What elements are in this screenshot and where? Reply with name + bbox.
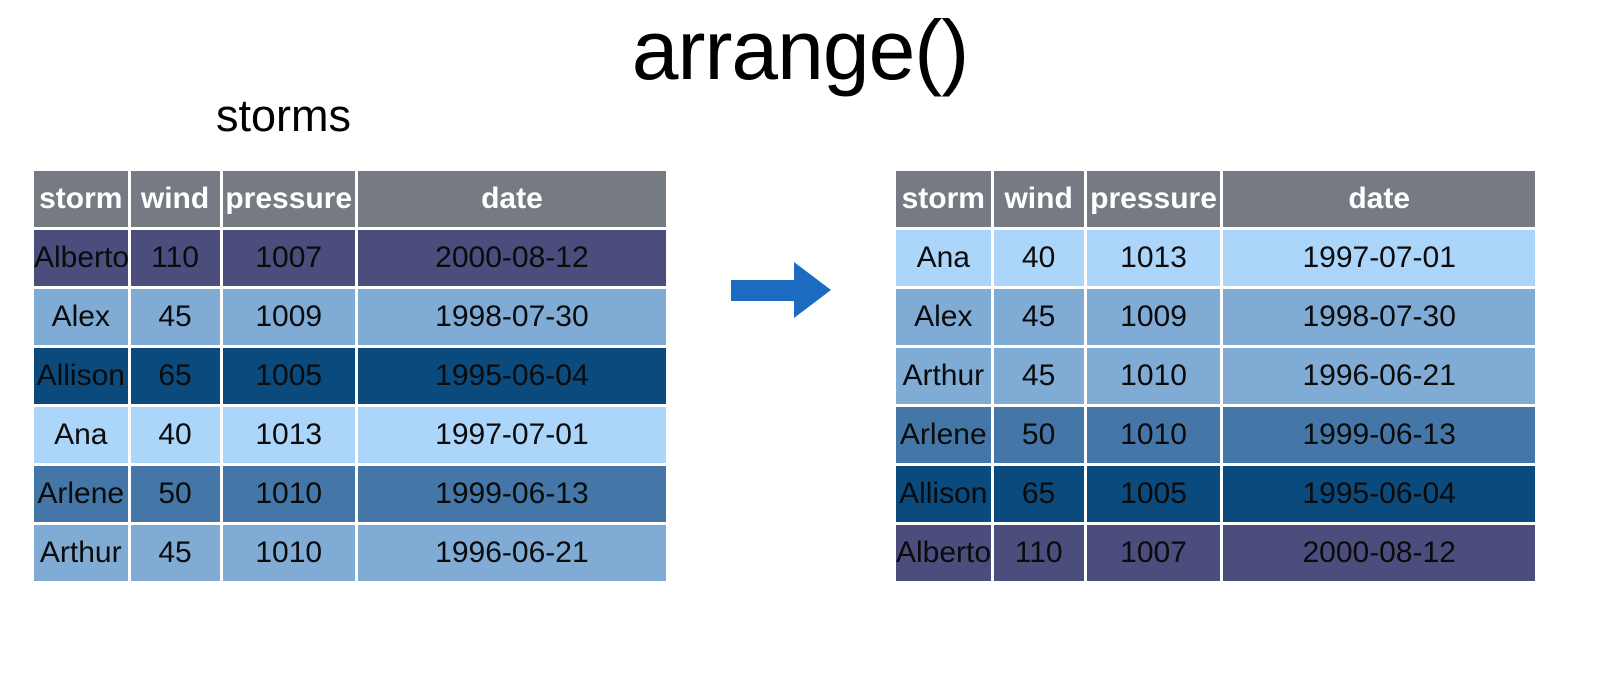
cell-storm: Arthur xyxy=(893,345,994,407)
column-header-storm: storm xyxy=(893,168,994,230)
arrow-head xyxy=(794,262,831,318)
cell-storm: Arlene xyxy=(893,404,994,466)
cell-date: 2000-08-12 xyxy=(1220,522,1538,584)
cell-pressure: 1009 xyxy=(1083,286,1224,348)
cell-storm: Alberto xyxy=(893,522,994,584)
cell-date: 1999-06-13 xyxy=(354,463,670,525)
cell-wind: 45 xyxy=(127,522,223,584)
cell-storm: Arlene xyxy=(31,463,131,525)
arrow-shaft xyxy=(731,279,794,301)
cell-date: 1997-07-01 xyxy=(354,404,670,466)
cell-pressure: 1007 xyxy=(1083,522,1224,584)
column-header-storm: storm xyxy=(31,168,131,230)
cell-wind: 65 xyxy=(127,345,223,407)
page-title: arrange() xyxy=(631,3,969,97)
cell-storm: Alex xyxy=(31,286,131,348)
cell-wind: 45 xyxy=(127,286,223,348)
cell-pressure: 1005 xyxy=(1083,463,1224,525)
column-header-date: date xyxy=(354,168,670,230)
column-header-pressure: pressure xyxy=(1083,168,1224,230)
cell-date: 1996-06-21 xyxy=(1220,345,1538,407)
cell-date: 1999-06-13 xyxy=(1220,404,1538,466)
cell-pressure: 1009 xyxy=(219,286,358,348)
cell-date: 1998-07-30 xyxy=(1220,286,1538,348)
cell-storm: Allison xyxy=(31,345,131,407)
cell-storm: Ana xyxy=(31,404,131,466)
cell-storm: Alberto xyxy=(31,227,131,289)
cell-wind: 45 xyxy=(990,286,1087,348)
cell-date: 1995-06-04 xyxy=(354,345,670,407)
column-header-wind: wind xyxy=(127,168,223,230)
cell-pressure: 1010 xyxy=(219,463,358,525)
cell-wind: 50 xyxy=(990,404,1087,466)
column-header-wind: wind xyxy=(990,168,1087,230)
column-header-pressure: pressure xyxy=(219,168,358,230)
cell-pressure: 1005 xyxy=(219,345,358,407)
column-header-date: date xyxy=(1220,168,1538,230)
cell-wind: 45 xyxy=(990,345,1087,407)
cell-pressure: 1010 xyxy=(219,522,358,584)
cell-storm: Allison xyxy=(893,463,994,525)
cell-pressure: 1010 xyxy=(1083,345,1224,407)
source-table-label: storms xyxy=(216,90,351,141)
cell-date: 2000-08-12 xyxy=(354,227,670,289)
right-arrow-icon xyxy=(731,262,831,318)
cell-date: 1995-06-04 xyxy=(1220,463,1538,525)
cell-wind: 65 xyxy=(990,463,1087,525)
cell-wind: 110 xyxy=(990,522,1087,584)
cell-date: 1997-07-01 xyxy=(1220,227,1538,289)
cell-pressure: 1010 xyxy=(1083,404,1224,466)
cell-storm: Ana xyxy=(893,227,994,289)
cell-pressure: 1013 xyxy=(1083,227,1224,289)
cell-date: 1996-06-21 xyxy=(354,522,670,584)
cell-date: 1998-07-30 xyxy=(354,286,670,348)
cell-storm: Arthur xyxy=(31,522,131,584)
cell-pressure: 1013 xyxy=(219,404,358,466)
cell-storm: Alex xyxy=(893,286,994,348)
cell-wind: 40 xyxy=(127,404,223,466)
cell-wind: 40 xyxy=(990,227,1087,289)
cell-wind: 110 xyxy=(127,227,223,289)
cell-pressure: 1007 xyxy=(219,227,358,289)
cell-wind: 50 xyxy=(127,463,223,525)
